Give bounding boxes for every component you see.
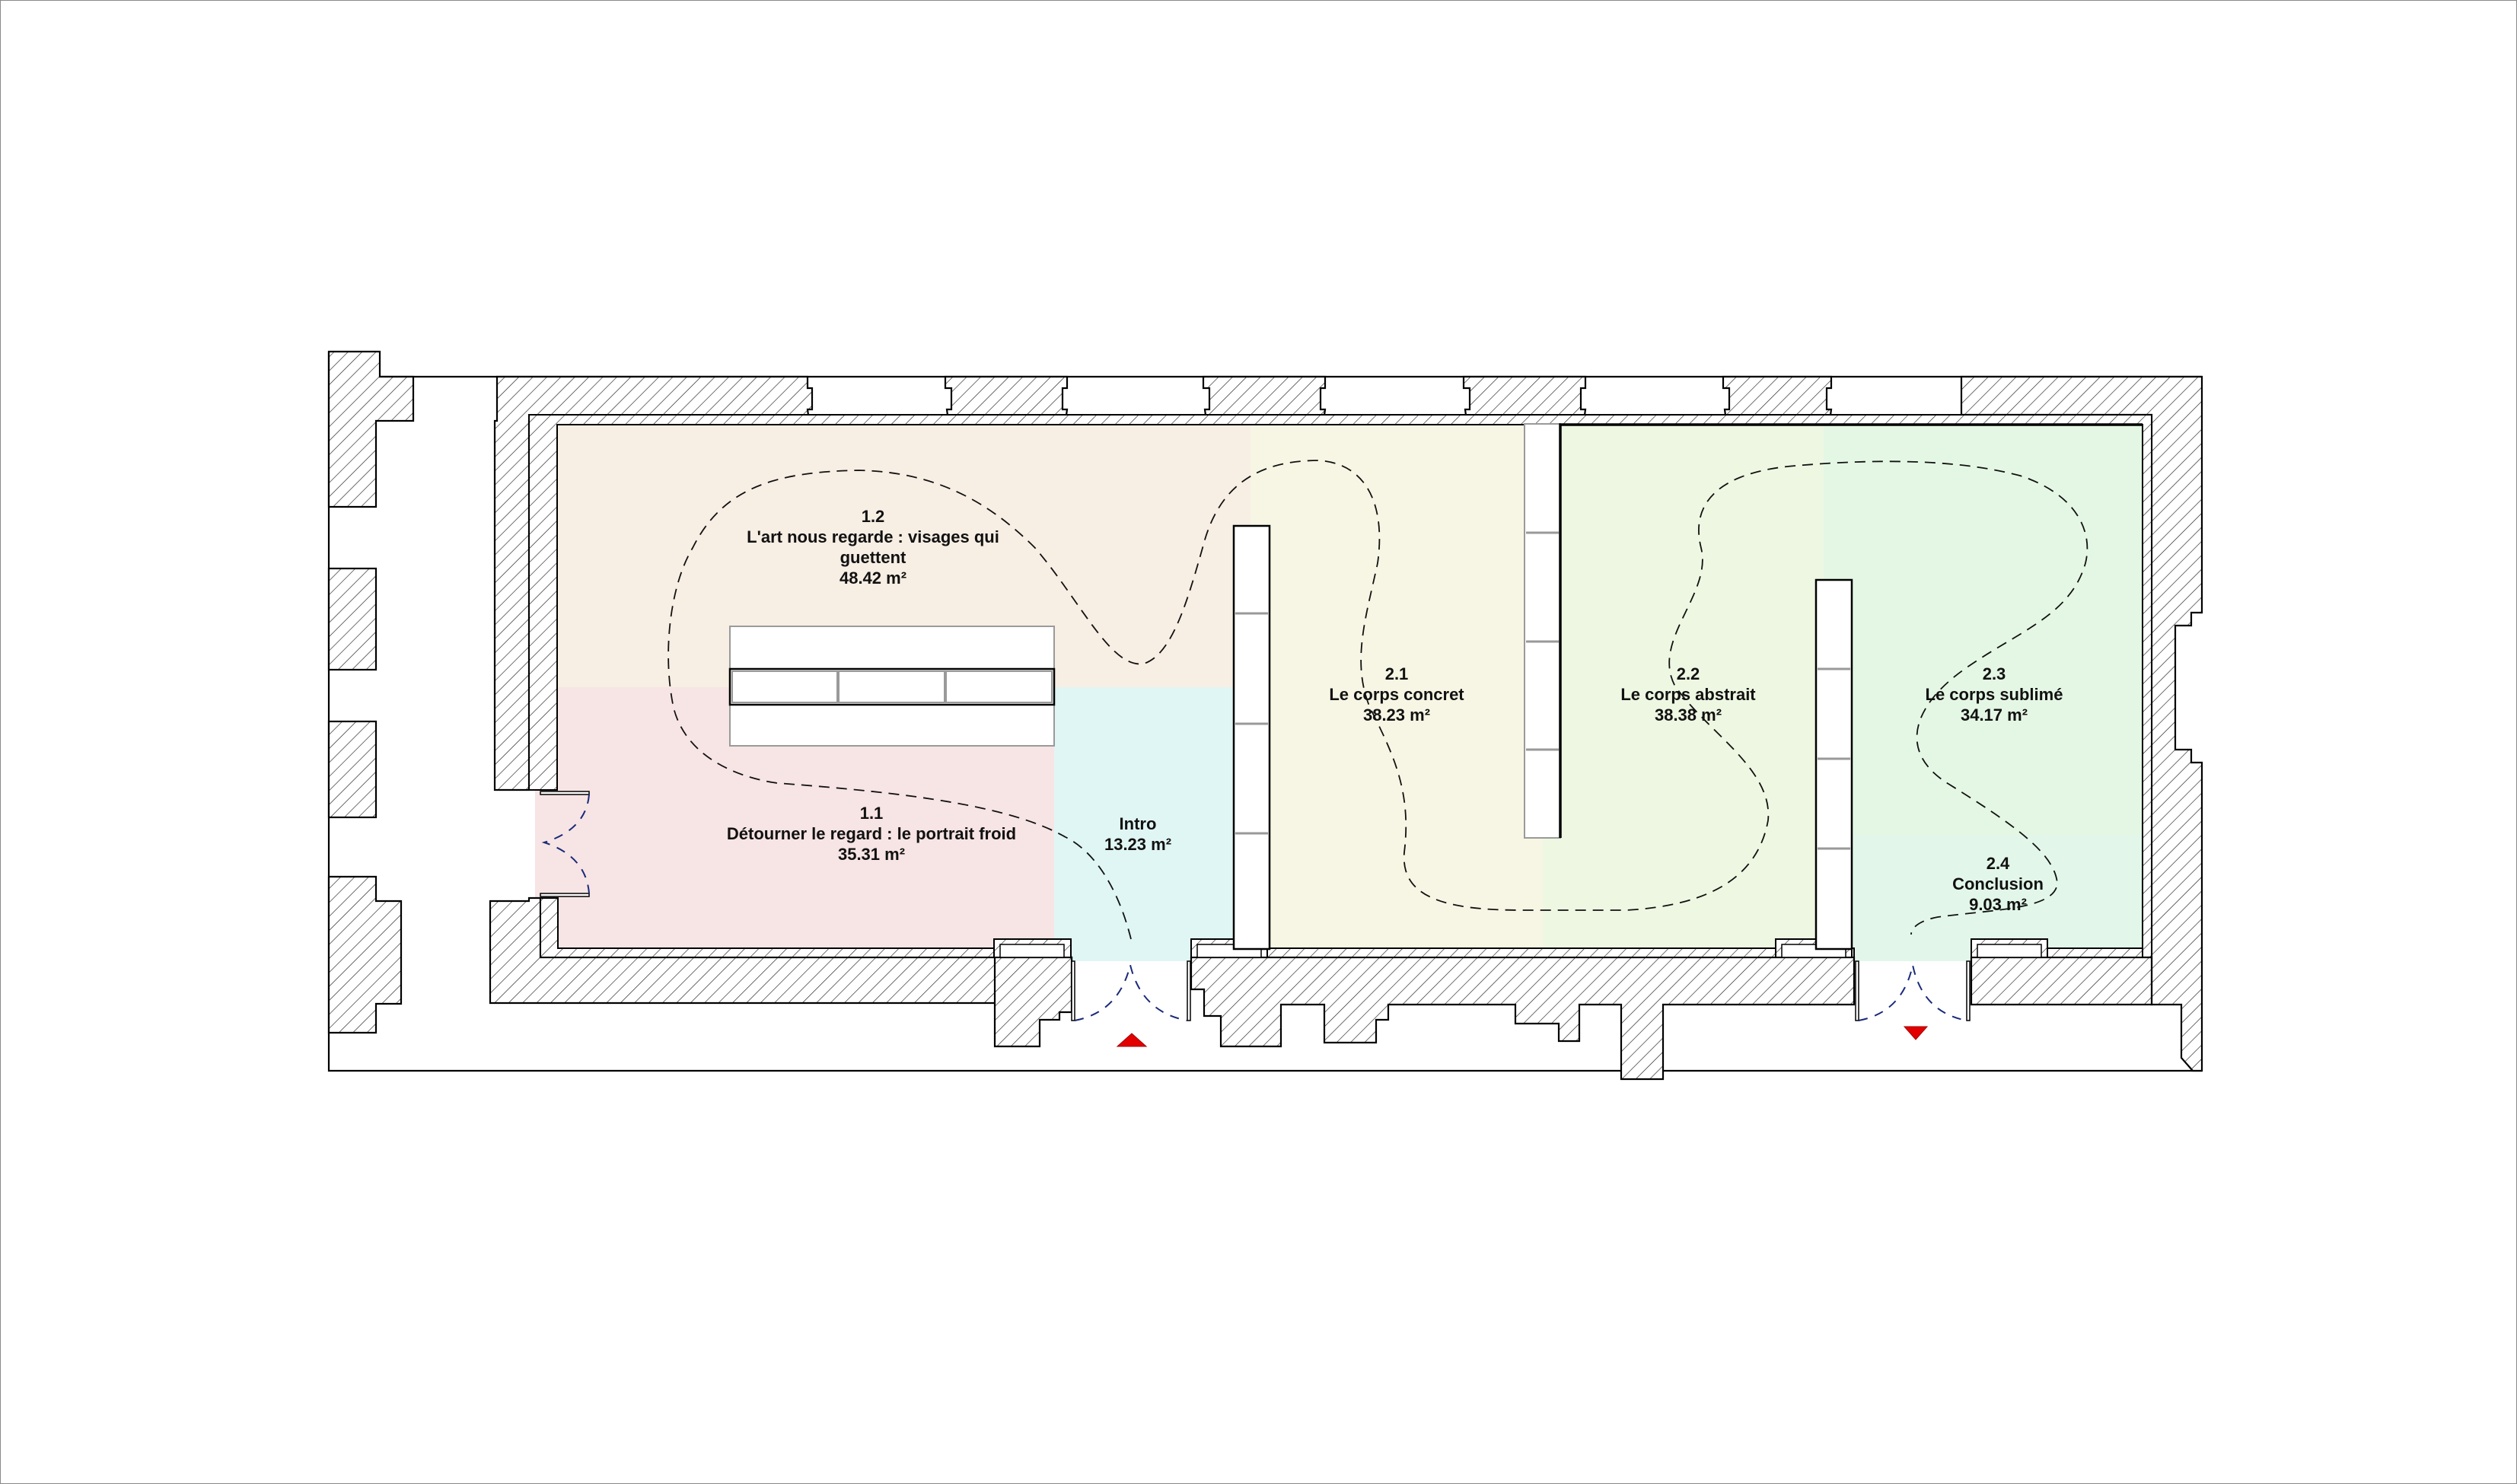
zone-2-1-lower-fill: [1270, 838, 1543, 949]
svg-text:Le corps abstrait: Le corps abstrait: [1620, 685, 1756, 704]
bottom-wall: [993, 947, 2153, 1081]
exit-arrow-icon: [1903, 1026, 1929, 1040]
central-display-case: [728, 626, 1056, 747]
zone-label-1-1: 1.1 Détourner le regard : le portrait fr…: [727, 804, 1016, 864]
svg-text:Conclusion: Conclusion: [1952, 874, 2044, 893]
svg-text:Le corps sublimé: Le corps sublimé: [1926, 685, 2063, 704]
svg-text:38.23 m²: 38.23 m²: [1363, 705, 1430, 724]
svg-text:38.38 m²: 38.38 m²: [1655, 705, 1722, 724]
partition-2: [1524, 423, 2143, 839]
svg-text:2.3: 2.3: [1983, 664, 2006, 683]
partition-1: [1232, 524, 1271, 951]
svg-text:Le corps concret: Le corps concret: [1329, 685, 1464, 704]
zone-label-2-2: 2.2 Le corps abstrait 38.38 m²: [1620, 664, 1756, 724]
svg-text:1.2: 1.2: [862, 507, 885, 526]
svg-text:35.31 m²: 35.31 m²: [838, 845, 905, 864]
svg-text:Détourner le regard : le portr: Détourner le regard : le portrait froid: [727, 824, 1016, 843]
radiators: [993, 938, 2048, 958]
svg-text:guettent: guettent: [840, 548, 906, 567]
svg-text:13.23 m²: 13.23 m²: [1104, 835, 1171, 854]
zone-fills: [535, 424, 2143, 961]
entrance-door-intro[interactable]: [1071, 960, 1191, 1021]
zone-label-1-2: 1.2 L'art nous regarde : visages qui gue…: [747, 507, 999, 588]
zone-label-2-1: 2.1 Le corps concret 38.23 m²: [1329, 664, 1464, 724]
partition-3: [1814, 578, 1853, 951]
svg-text:2.4: 2.4: [1987, 854, 2010, 873]
visitor-path: [667, 460, 2088, 940]
zone-2-3-fill: [1824, 424, 2143, 836]
svg-text:9.03 m²: 9.03 m²: [1969, 895, 2027, 914]
zone-label-intro: Intro 13.23 m²: [1104, 814, 1171, 854]
entrance-door-left[interactable]: [540, 791, 590, 897]
left-piers: [327, 350, 415, 1034]
svg-text:L'art nous regarde : visages q: L'art nous regarde : visages qui: [747, 527, 999, 546]
svg-text:34.17 m²: 34.17 m²: [1961, 705, 2028, 724]
exit-door-conclusion[interactable]: [1855, 960, 1971, 1021]
zone-2-2-lower-fill: [1543, 838, 1816, 949]
svg-text:2.1: 2.1: [1385, 664, 1409, 683]
svg-text:48.42 m²: 48.42 m²: [840, 568, 906, 588]
svg-text:2.2: 2.2: [1677, 664, 1700, 683]
zone-label-2-4: 2.4 Conclusion 9.03 m²: [1952, 854, 2044, 914]
zone-intro-fill: [1054, 687, 1234, 961]
svg-text:1.1: 1.1: [860, 804, 884, 823]
entrance-arrow-icon: [1116, 1033, 1148, 1047]
svg-text:Intro: Intro: [1120, 814, 1157, 833]
zone-label-2-3: 2.3 Le corps sublimé 34.17 m²: [1926, 664, 2063, 724]
